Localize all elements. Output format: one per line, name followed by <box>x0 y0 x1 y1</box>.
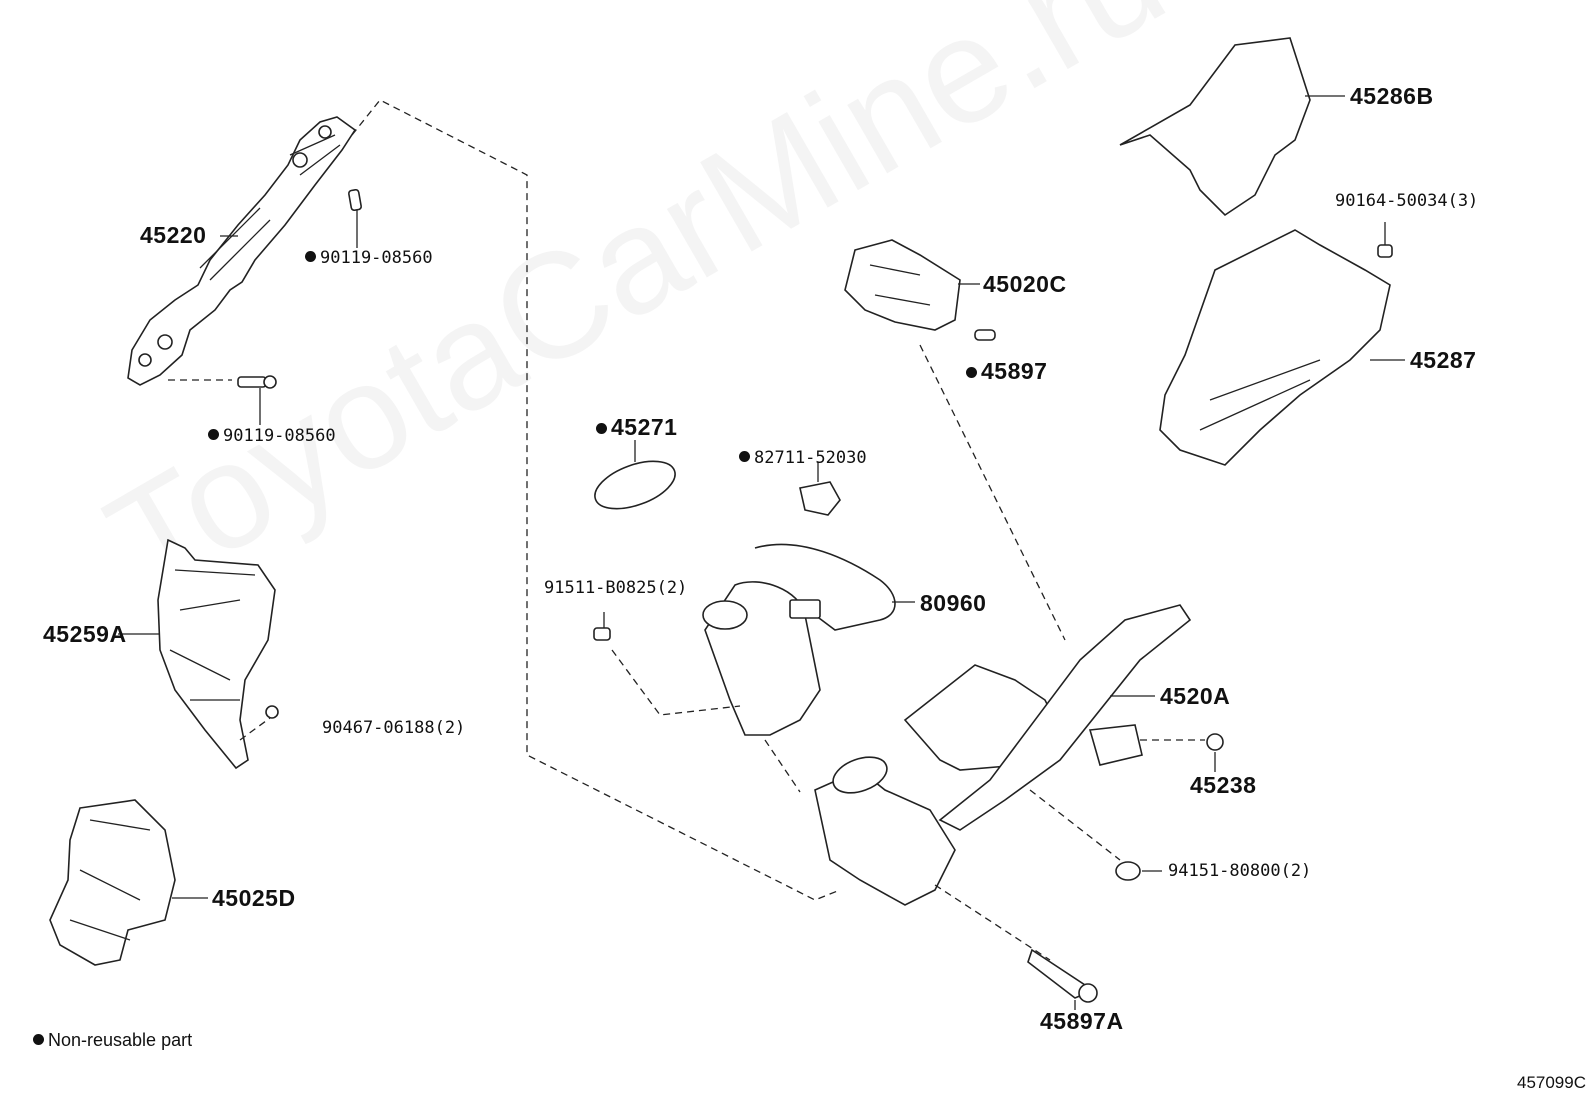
motor-80960 <box>702 543 896 736</box>
legend-text: Non-reusable part <box>48 1030 193 1050</box>
label-45259A: 45259A <box>43 621 127 647</box>
non-reusable-dot-icon <box>596 423 607 434</box>
steering-column-4520A <box>814 604 1192 906</box>
assembly-outline <box>351 99 841 901</box>
upper-column-cover-45286B <box>1119 37 1311 217</box>
label-45286B: 45286B <box>1350 83 1434 109</box>
label-45897: 45897 <box>966 360 1047 383</box>
label-45220: 45220 <box>140 222 207 248</box>
label-94151: 94151-80800(2) <box>1168 861 1312 881</box>
label-90164: 90164-50034(3) <box>1335 191 1479 211</box>
non-reusable-dot-icon <box>208 429 219 440</box>
label-45271: 45271 <box>596 416 677 439</box>
clamp-45271 <box>594 460 676 510</box>
lock-housing-45020C <box>844 239 996 341</box>
label-4520A: 4520A <box>1160 683 1231 709</box>
label-45025D: 45025D <box>212 885 296 911</box>
non-reusable-dot-icon <box>966 367 977 378</box>
lower-column-cover-45287 <box>1159 229 1391 466</box>
label-90119-a: 90119-08560 <box>305 247 433 269</box>
column-hole-cover-45259A <box>157 538 279 770</box>
diagram-code: 457099C <box>1516 1073 1586 1092</box>
dust-boot-45025D <box>49 799 176 966</box>
label-45238: 45238 <box>1190 772 1257 798</box>
terminal-82711 <box>799 481 841 516</box>
label-45897A: 45897A <box>1040 1008 1124 1034</box>
label-45020C: 45020C <box>983 271 1067 297</box>
label-91511: 91511-B0825(2) <box>544 578 688 598</box>
non-reusable-dot-icon <box>33 1034 44 1045</box>
non-reusable-dot-icon <box>305 251 316 262</box>
intermediate-shaft-45220 <box>127 116 362 389</box>
label-90467: 90467-06188(2) <box>322 718 466 738</box>
bolt-45897A <box>1027 948 1086 999</box>
label-80960: 80960 <box>920 590 987 616</box>
non-reusable-dot-icon <box>739 451 750 462</box>
label-90119-b: 90119-08560 <box>208 425 336 447</box>
label-82711: 82711-52030 <box>739 447 867 469</box>
label-45287: 45287 <box>1410 347 1477 373</box>
legend: Non-reusable part <box>33 1030 192 1051</box>
